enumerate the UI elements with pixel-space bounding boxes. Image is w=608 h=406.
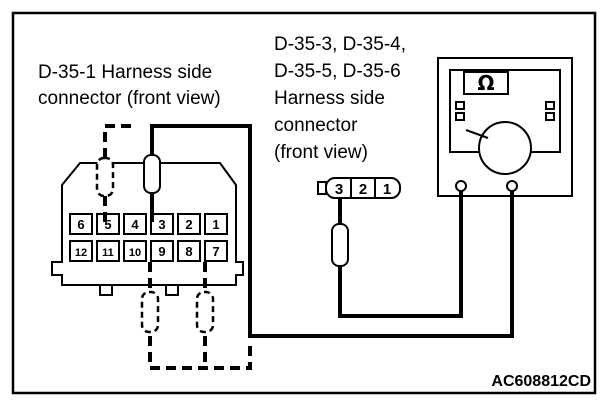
pin-cell — [204, 213, 228, 235]
wire-pin3-to-meter — [150, 124, 514, 338]
pin-cell — [96, 240, 120, 262]
right-pin-3: 3 — [335, 181, 343, 198]
pin-label-2: 2 — [185, 217, 192, 232]
right-pin-1: 1 — [383, 181, 391, 198]
pin-label-8: 8 — [185, 244, 192, 259]
left-label-line1: D-35-1 Harness side — [38, 62, 212, 83]
pin-cell — [177, 213, 201, 235]
figure-code: AC608812CD — [491, 373, 591, 390]
right-label-line2: D-35-5, D-35-6 — [274, 61, 401, 82]
meter-dial-pointer — [465, 129, 489, 139]
pin-label-5: 5 — [104, 217, 111, 232]
right-label-line4: connector — [274, 115, 358, 136]
pin-cell — [150, 213, 174, 235]
pin-cell — [123, 240, 147, 262]
wire-right-pin3-to-meter — [338, 191, 463, 318]
right-connector: 3 2 1 — [317, 177, 401, 199]
meter-probe-jack-right — [506, 180, 518, 192]
pin-cell — [150, 240, 174, 262]
pin-label-11: 11 — [102, 247, 114, 259]
meter-probe-jack-left — [455, 180, 467, 192]
probe-pin9-body — [140, 290, 160, 334]
pin-cell — [123, 213, 147, 235]
probe-pin7 — [195, 262, 215, 334]
right-label-line5: (front view) — [274, 142, 368, 163]
meter-indicator-right-top — [545, 101, 555, 110]
right-connector-latch — [317, 181, 327, 195]
wire-pin9-dashed — [148, 336, 252, 370]
pin-cell — [69, 213, 93, 235]
probe-pin5-body — [95, 156, 115, 198]
probe-pin5 — [95, 156, 115, 222]
right-label-line3: Harness side — [274, 88, 385, 109]
left-label-line2: connector (front view) — [38, 88, 221, 109]
ohm-symbol: Ω — [477, 71, 494, 95]
probe-pin7-body — [195, 290, 215, 334]
pin-grid: 6 5 4 3 2 1 12 11 10 9 8 7 — [69, 213, 228, 262]
pin-label-9: 9 — [158, 244, 165, 259]
meter-symbol-box — [463, 71, 509, 95]
pin-label-10: 10 — [129, 247, 141, 259]
pin-cell — [204, 240, 228, 262]
pin-label-1: 1 — [212, 217, 219, 232]
probe-right-body — [331, 223, 349, 267]
pin-label-12: 12 — [75, 247, 87, 259]
pin-cell — [177, 240, 201, 262]
meter-dial — [478, 121, 532, 175]
probe-pin3 — [143, 154, 161, 222]
right-connector-body — [325, 177, 401, 199]
pin-label-7: 7 — [212, 244, 219, 259]
ohmmeter: Ω — [437, 57, 573, 197]
right-label-line1: D-35-3, D-35-4, — [274, 34, 406, 55]
housing-tab-right — [165, 284, 179, 296]
meter-indicator-right-bottom — [545, 112, 555, 121]
meter-indicator-left-bottom — [455, 112, 465, 121]
meter-indicator-left-top — [455, 101, 465, 110]
pin-label-6: 6 — [77, 217, 84, 232]
probe-right-connector — [331, 198, 349, 267]
right-pin-2: 2 — [359, 181, 367, 198]
wire-pin5-dashed — [103, 124, 136, 158]
pin-cell — [69, 240, 93, 262]
probe-pin3-body — [143, 154, 161, 194]
pin-cell — [96, 213, 120, 235]
pin-label-4: 4 — [131, 217, 139, 232]
pin-label-3: 3 — [158, 217, 165, 232]
housing-tab-left — [99, 284, 113, 296]
probe-pin9 — [140, 262, 160, 334]
figure-frame — [11, 11, 597, 395]
